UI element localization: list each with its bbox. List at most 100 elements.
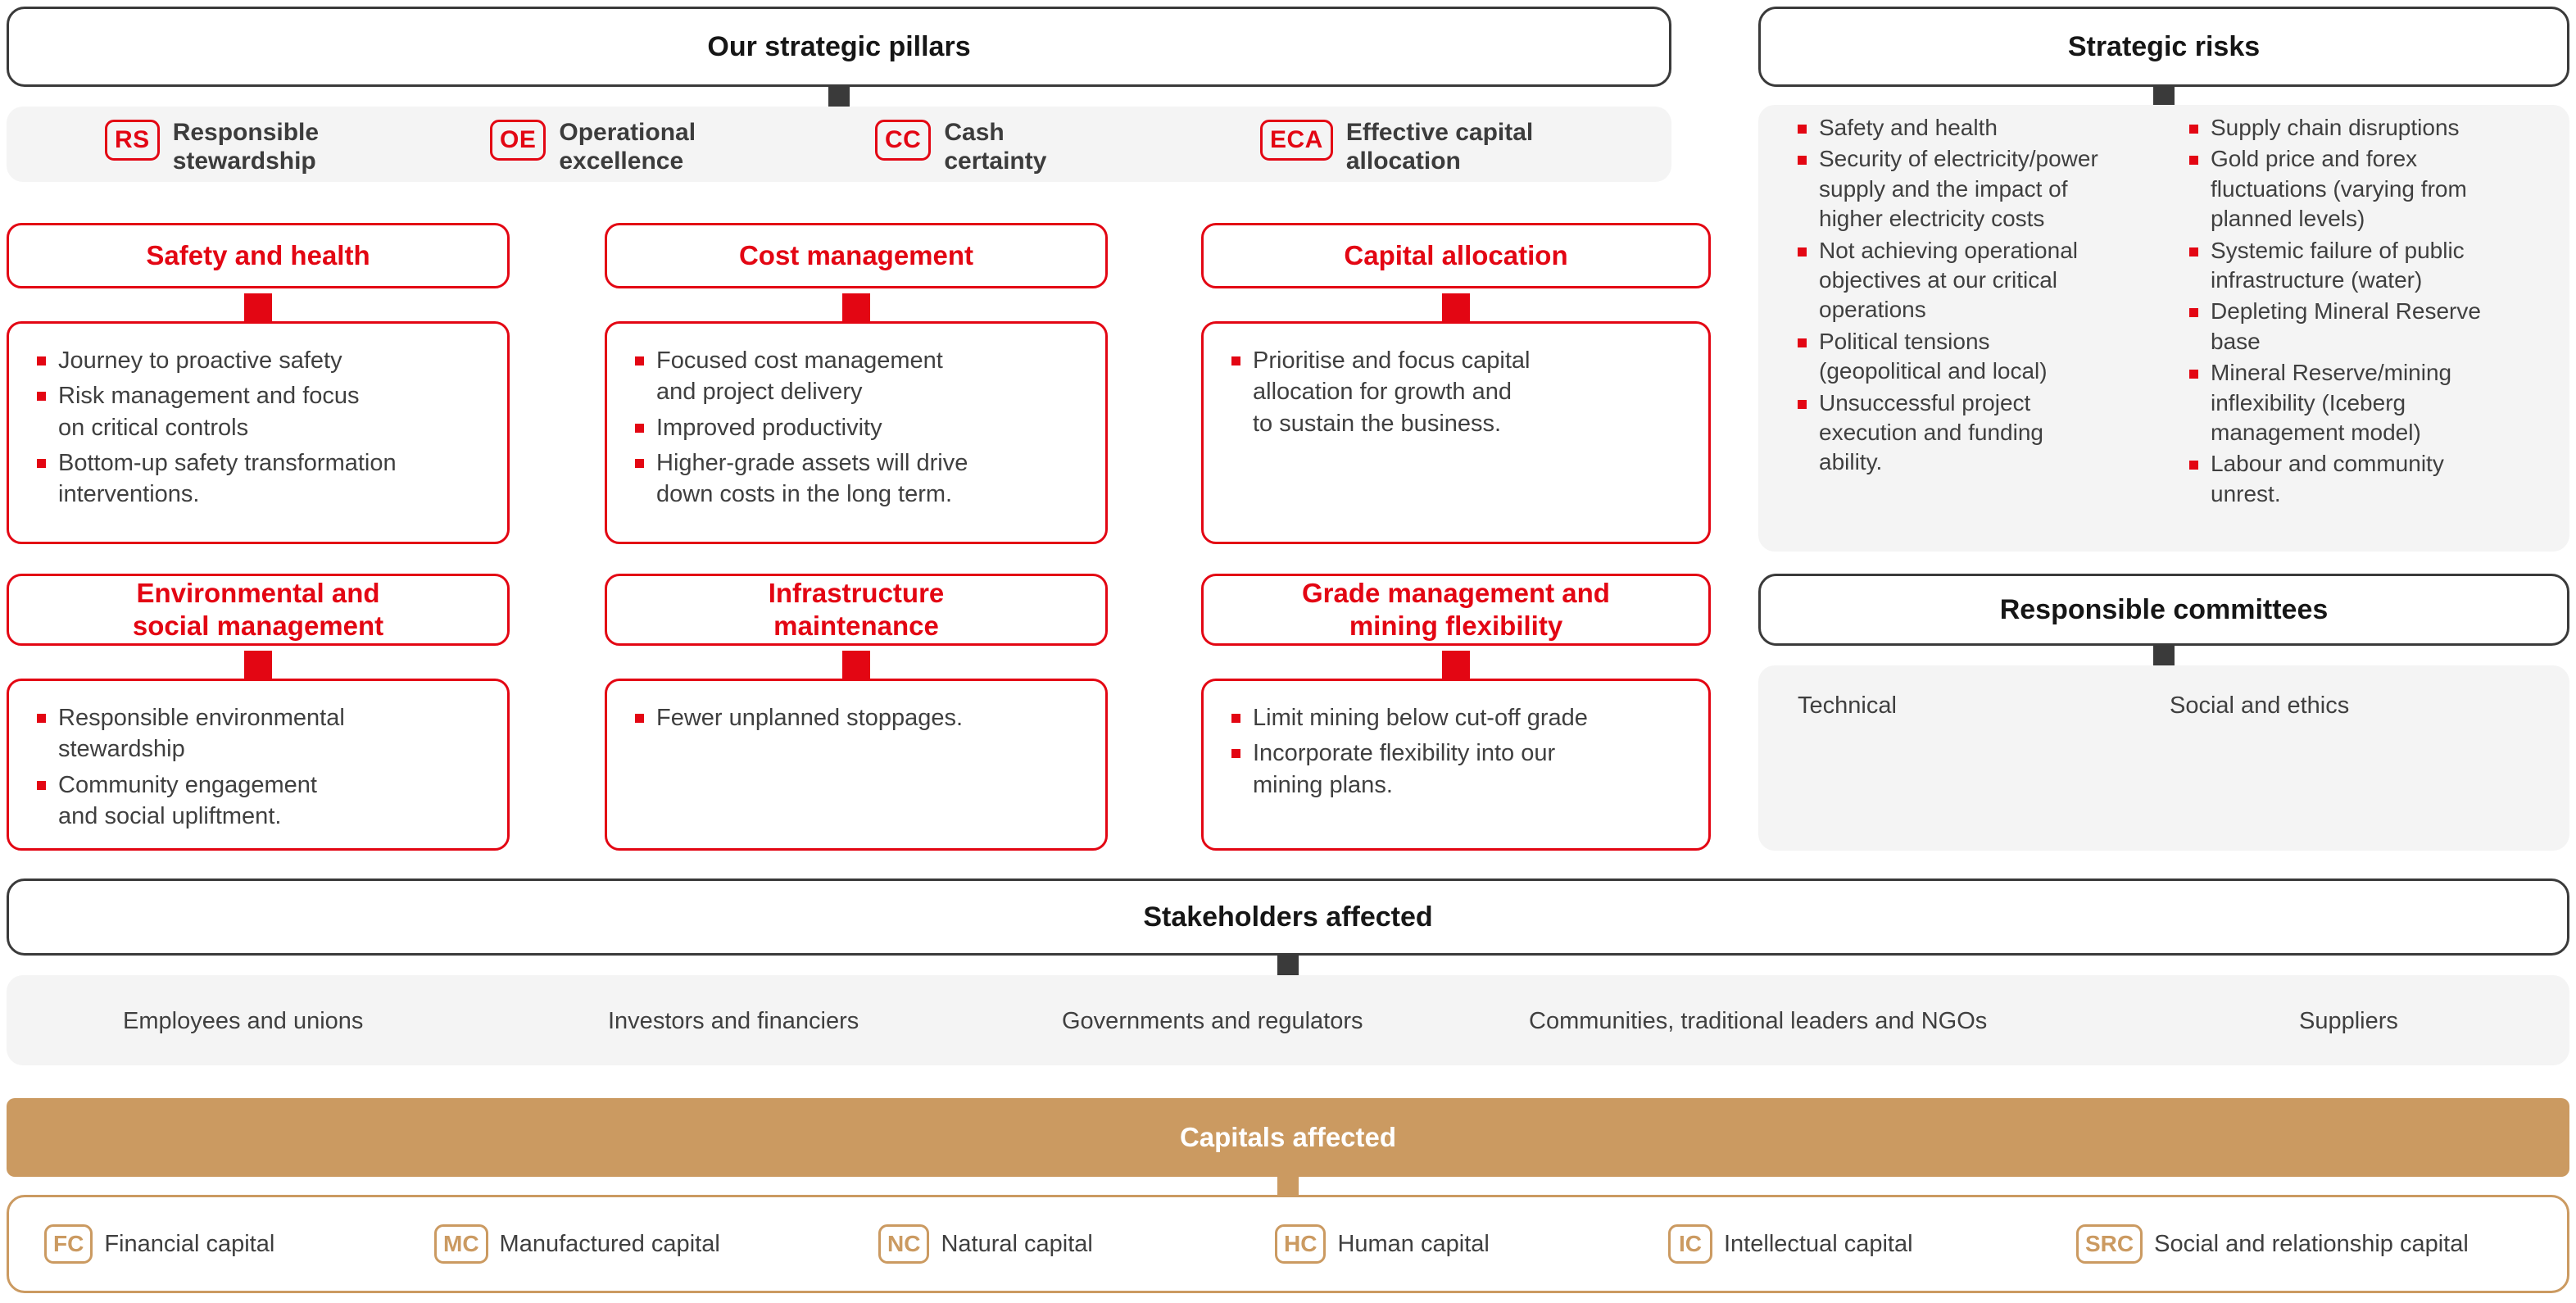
list-item: Systemic failure of public infrastructur… bbox=[2183, 236, 2568, 296]
card-connector-safety-and-health bbox=[244, 293, 272, 321]
list-item: Depleting Mineral Reserve base bbox=[2183, 297, 2568, 356]
pillar-badge-oe: OE bbox=[490, 120, 546, 161]
card-connector-cost-management bbox=[842, 293, 870, 321]
committee-item-social-and-ethics: Social and ethics bbox=[2170, 692, 2350, 719]
list-item: Improved productivity bbox=[628, 412, 1084, 443]
card-title-text: Environmental and social management bbox=[132, 578, 384, 641]
stakeholders-title: Stakeholders affected bbox=[1143, 901, 1433, 933]
committee-item-technical: Technical bbox=[1798, 692, 1897, 719]
card-title-text: Cost management bbox=[738, 240, 974, 271]
list-item: Security of electricity/power supply and… bbox=[1791, 144, 2176, 234]
strategic-risks-title: Strategic risks bbox=[2067, 30, 2261, 62]
capital-item-manufactured-capital[interactable]: MC Manufactured capital bbox=[434, 1224, 720, 1264]
list-item: Limit mining below cut-off grade bbox=[1225, 702, 1687, 733]
card-title-capital-allocation[interactable]: Capital allocation bbox=[1201, 223, 1711, 288]
capital-item-financial-capital[interactable]: FC Financial capital bbox=[44, 1224, 274, 1264]
card-title-infrastructure-maintenance[interactable]: Infrastructure maintenance bbox=[605, 574, 1108, 646]
pillars-connector-tab bbox=[828, 84, 850, 109]
capital-label-mc: Manufactured capital bbox=[499, 1230, 720, 1257]
card-connector-infrastructure-maintenance bbox=[842, 651, 870, 679]
bullet-list: Fewer unplanned stoppages. bbox=[628, 702, 1084, 733]
strategic-pillars-header: Our strategic pillars bbox=[7, 7, 1671, 87]
stakeholder-item-suppliers: Suppliers bbox=[2299, 1008, 2398, 1034]
pillar-label-oe: Operational excellence bbox=[559, 119, 696, 175]
card-title-text: Capital allocation bbox=[1344, 240, 1568, 271]
bullet-list: Responsible environmental stewardship Co… bbox=[30, 702, 486, 832]
pillar-item-eca[interactable]: ECA Effective capital allocation bbox=[1260, 118, 1533, 175]
stakeholders-panel bbox=[7, 975, 2569, 1065]
strategic-pillars-title: Our strategic pillars bbox=[707, 30, 971, 62]
card-connector-capital-allocation bbox=[1442, 293, 1470, 321]
pillar-item-oe[interactable]: OE Operational excellence bbox=[490, 118, 696, 175]
capital-badge-nc: NC bbox=[878, 1224, 930, 1264]
list-item: Incorporate flexibility into our mining … bbox=[1225, 738, 1687, 801]
list-item: Higher-grade assets will drive down cost… bbox=[628, 447, 1084, 511]
strategic-risks-header: Strategic risks bbox=[1758, 7, 2569, 87]
card-title-environmental-and-social-management[interactable]: Environmental and social management bbox=[7, 574, 510, 646]
responsible-committees-panel bbox=[1758, 665, 2569, 851]
pillar-label-eca: Effective capital allocation bbox=[1345, 119, 1534, 175]
risks-column-left: Safety and health Security of electricit… bbox=[1791, 113, 2176, 479]
card-title-safety-and-health[interactable]: Safety and health bbox=[7, 223, 510, 288]
card-connector-grade-management-and-mining-flexibility bbox=[1442, 651, 1470, 679]
list-item: Not achieving operational objectives at … bbox=[1791, 236, 2176, 325]
stakeholder-item-communities-traditional-leaders-and-ngos: Communities, traditional leaders and NGO… bbox=[1529, 1008, 1988, 1034]
card-title-text: Grade management and mining flexibility bbox=[1302, 578, 1610, 641]
capital-badge-fc: FC bbox=[44, 1224, 93, 1264]
pillar-label-rs: Responsible stewardship bbox=[172, 119, 320, 175]
capital-item-human-capital[interactable]: HC Human capital bbox=[1275, 1224, 1490, 1264]
pillar-label-cc: Cash certainty bbox=[944, 119, 1047, 175]
capital-item-intellectual-capital[interactable]: IC Intellectual capital bbox=[1668, 1224, 1913, 1264]
capital-item-social-and-relationship-capital[interactable]: SRC Social and relationship capital bbox=[2076, 1224, 2469, 1264]
list-item: Bottom-up safety transformation interven… bbox=[30, 447, 486, 511]
list-item: Mineral Reserve/mining inflexibility (Ic… bbox=[2183, 358, 2568, 447]
card-body-capital-allocation: Prioritise and focus capital allocation … bbox=[1201, 321, 1711, 544]
list-item: Gold price and forex fluctuations (varyi… bbox=[2183, 144, 2568, 234]
stakeholders-connector-tab bbox=[1277, 953, 1299, 978]
card-title-cost-management[interactable]: Cost management bbox=[605, 223, 1108, 288]
list-item: Focused cost management and project deli… bbox=[628, 345, 1084, 408]
card-title-grade-management-and-mining-flexibility[interactable]: Grade management and mining flexibility bbox=[1201, 574, 1711, 646]
bullet-list: Limit mining below cut-off grade Incorpo… bbox=[1225, 702, 1687, 801]
risks-column-right: Supply chain disruptions Gold price and … bbox=[2183, 113, 2568, 511]
bullet-list: Journey to proactive safety Risk managem… bbox=[30, 345, 486, 510]
stakeholder-item-investors-and-financiers: Investors and financiers bbox=[608, 1008, 859, 1034]
list-item: Fewer unplanned stoppages. bbox=[628, 702, 1084, 733]
pillar-badge-cc: CC bbox=[875, 120, 932, 161]
capital-label-nc: Natural capital bbox=[941, 1230, 1093, 1257]
list-item: Unsuccessful project execution and fundi… bbox=[1791, 388, 2176, 478]
card-body-grade-management-and-mining-flexibility: Limit mining below cut-off grade Incorpo… bbox=[1201, 679, 1711, 851]
bullet-list: Prioritise and focus capital allocation … bbox=[1225, 345, 1687, 439]
list-item: Prioritise and focus capital allocation … bbox=[1225, 345, 1687, 439]
capital-badge-src: SRC bbox=[2076, 1224, 2143, 1264]
capital-label-ic: Intellectual capital bbox=[1724, 1230, 1913, 1257]
pillar-item-cc[interactable]: CC Cash certainty bbox=[875, 118, 1046, 175]
pillar-badge-rs: RS bbox=[105, 120, 160, 161]
capital-item-natural-capital[interactable]: NC Natural capital bbox=[878, 1224, 1093, 1264]
capital-badge-mc: MC bbox=[434, 1224, 488, 1264]
stakeholder-item-employees-and-unions: Employees and unions bbox=[123, 1008, 364, 1034]
stakeholders-header: Stakeholders affected bbox=[7, 879, 2569, 956]
list-item: Risk management and focus on critical co… bbox=[30, 380, 486, 443]
card-title-text: Infrastructure maintenance bbox=[768, 578, 945, 641]
pillar-item-rs[interactable]: RS Responsible stewardship bbox=[105, 118, 319, 175]
responsible-committees-title: Responsible committees bbox=[1999, 593, 2329, 625]
capitals-affected-band: Capitals affected bbox=[7, 1098, 2569, 1177]
list-item: Labour and community unrest. bbox=[2183, 449, 2568, 509]
capital-label-hc: Human capital bbox=[1337, 1230, 1490, 1257]
list-item: Supply chain disruptions bbox=[2183, 113, 2568, 143]
bullet-list: Supply chain disruptions Gold price and … bbox=[2183, 113, 2568, 509]
card-body-safety-and-health: Journey to proactive safety Risk managem… bbox=[7, 321, 510, 544]
list-item: Journey to proactive safety bbox=[30, 345, 486, 376]
card-body-environmental-and-social-management: Responsible environmental stewardship Co… bbox=[7, 679, 510, 851]
capital-label-src: Social and relationship capital bbox=[2154, 1230, 2469, 1257]
card-connector-environmental-and-social-management bbox=[244, 651, 272, 679]
responsible-committees-header: Responsible committees bbox=[1758, 574, 2569, 646]
committees-connector-tab bbox=[2153, 643, 2175, 668]
list-item: Responsible environmental stewardship bbox=[30, 702, 486, 765]
capital-badge-hc: HC bbox=[1275, 1224, 1327, 1264]
bullet-list: Focused cost management and project deli… bbox=[628, 345, 1084, 510]
capital-badge-ic: IC bbox=[1668, 1224, 1712, 1264]
bullet-list: Safety and health Security of electricit… bbox=[1791, 113, 2176, 478]
stakeholder-item-governments-and-regulators: Governments and regulators bbox=[1062, 1008, 1363, 1034]
